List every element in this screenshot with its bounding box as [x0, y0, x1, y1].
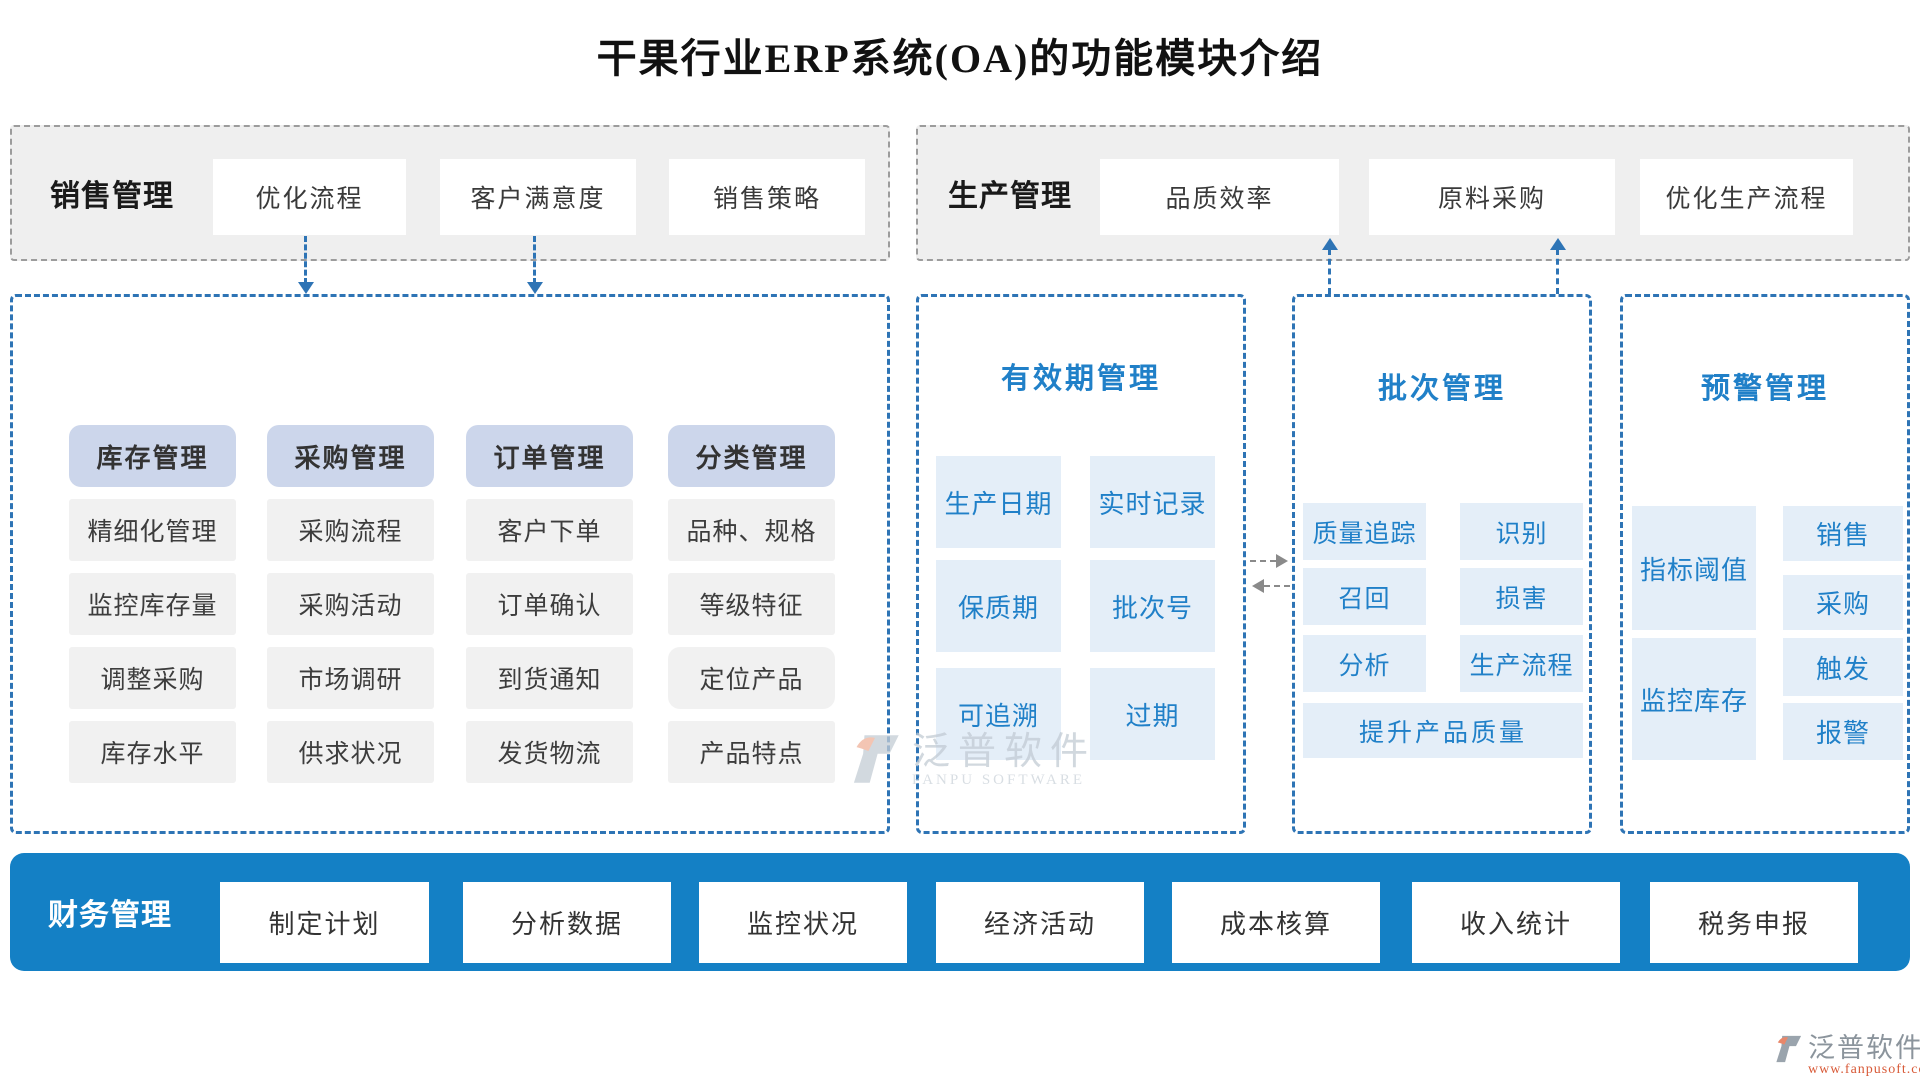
matrix-cell: 采购流程 [267, 499, 434, 561]
finance-item-economic-activity: 经济活动 [936, 882, 1144, 963]
matrix-cell: 订单确认 [466, 573, 633, 635]
warning-cell: 监控库存 [1632, 638, 1756, 760]
matrix-cell: 客户下单 [466, 499, 633, 561]
column-header-order: 订单管理 [466, 425, 633, 487]
batch-cell: 质量追踪 [1303, 503, 1426, 560]
matrix-cell: 等级特征 [668, 573, 835, 635]
validity-section-title: 有效期管理 [1000, 363, 1161, 395]
finance-item-income-statistics: 收入统计 [1412, 882, 1620, 963]
batch-cell: 识别 [1460, 503, 1583, 560]
finance-item-tax-filing: 税务申报 [1650, 882, 1858, 963]
batch-section: 批次管理 质量追踪 识别 召回 损害 分析 生产流程 提升产品质量 [1292, 294, 1592, 834]
matrix-cell: 产品特点 [668, 721, 835, 783]
inventory-column: 库存管理 精细化管理 监控库存量 调整采购 库存水平 [69, 425, 236, 795]
matrix-cell: 发货物流 [466, 721, 633, 783]
page-title: 干果行业ERP系统(OA)的功能模块介绍 [596, 36, 1324, 81]
sales-item-customer-satisfaction: 客户满意度 [440, 159, 636, 235]
matrix-cell: 调整采购 [69, 647, 236, 709]
finance-item-analyze-data: 分析数据 [463, 882, 671, 963]
down-arrow-line [304, 236, 307, 284]
matrix-cell: 品种、规格 [668, 499, 835, 561]
batch-cell: 分析 [1303, 635, 1426, 692]
sales-item-optimize-process: 优化流程 [213, 159, 406, 235]
batch-wide-cell: 提升产品质量 [1303, 703, 1583, 758]
production-item-raw-material-purchase: 原料采购 [1369, 159, 1615, 235]
finance-item-cost-accounting: 成本核算 [1172, 882, 1380, 963]
footer-url-text: www.fanpusoft.com [1808, 1062, 1920, 1077]
validity-section: 有效期管理 生产日期 实时记录 保质期 批次号 可追溯 过期 [916, 294, 1246, 834]
warning-cell: 指标阈值 [1632, 506, 1756, 630]
batch-cell: 召回 [1303, 568, 1426, 625]
warning-section: 预警管理 指标阈值 监控库存 销售 采购 触发 报警 [1620, 294, 1910, 834]
sales-item-sales-strategy: 销售策略 [669, 159, 865, 235]
validity-cell: 批次号 [1090, 560, 1215, 652]
left-arrow-line [1264, 585, 1290, 587]
down-arrow-head-icon [527, 282, 543, 294]
order-column: 订单管理 客户下单 订单确认 到货通知 发货物流 [466, 425, 633, 795]
warning-cell: 报警 [1783, 703, 1903, 760]
right-arrow-line [1250, 560, 1276, 562]
production-section: 生产管理 品质效率 原料采购 优化生产流程 [916, 125, 1910, 261]
down-arrow-line [533, 236, 536, 284]
matrix-cell: 监控库存量 [69, 573, 236, 635]
finance-section-label: 财务管理 [48, 899, 172, 932]
column-header-purchase: 采购管理 [267, 425, 434, 487]
fanpu-logo-icon [1772, 1034, 1804, 1069]
up-arrow-line [1556, 249, 1559, 294]
column-header-inventory: 库存管理 [69, 425, 236, 487]
batch-section-title: 批次管理 [1377, 373, 1506, 405]
finance-item-plan: 制定计划 [220, 882, 429, 963]
column-header-category: 分类管理 [668, 425, 835, 487]
down-arrow-head-icon [298, 282, 314, 294]
warning-cell: 销售 [1783, 506, 1903, 561]
warning-cell: 触发 [1783, 638, 1903, 696]
validity-cell: 实时记录 [1090, 456, 1215, 548]
core-modules-section: 库存管理 精细化管理 监控库存量 调整采购 库存水平 采购管理 采购流程 采购活… [10, 294, 890, 834]
batch-cell: 损害 [1460, 568, 1583, 625]
sales-section: 销售管理 优化流程 客户满意度 销售策略 [10, 125, 890, 261]
matrix-cell: 定位产品 [668, 647, 835, 709]
production-section-label: 生产管理 [948, 180, 1072, 213]
warning-cell: 采购 [1783, 575, 1903, 630]
production-item-quality-efficiency: 品质效率 [1100, 159, 1339, 235]
matrix-cell: 库存水平 [69, 721, 236, 783]
matrix-cell: 供求状况 [267, 721, 434, 783]
validity-cell: 生产日期 [936, 456, 1061, 548]
up-arrow-head-icon [1550, 238, 1566, 250]
sales-section-label: 销售管理 [50, 180, 174, 213]
finance-item-monitor-status: 监控状况 [699, 882, 907, 963]
right-arrow-head-icon [1276, 554, 1288, 568]
matrix-cell: 市场调研 [267, 647, 434, 709]
matrix-cell: 精细化管理 [69, 499, 236, 561]
batch-cell: 生产流程 [1460, 635, 1583, 692]
up-arrow-head-icon [1322, 238, 1338, 250]
validity-cell: 保质期 [936, 560, 1061, 652]
warning-section-title: 预警管理 [1700, 373, 1829, 405]
footer-logo: 泛普软件 www.fanpusoft.com [1772, 1034, 1920, 1077]
left-arrow-head-icon [1252, 579, 1264, 593]
validity-cell: 可追溯 [936, 668, 1061, 760]
footer-brand-text: 泛普软件 [1808, 1033, 1920, 1063]
up-arrow-line [1328, 249, 1331, 294]
matrix-cell: 到货通知 [466, 647, 633, 709]
category-column: 分类管理 品种、规格 等级特征 定位产品 产品特点 [668, 425, 835, 795]
purchase-column: 采购管理 采购流程 采购活动 市场调研 供求状况 [267, 425, 434, 795]
matrix-cell: 采购活动 [267, 573, 434, 635]
validity-cell: 过期 [1090, 668, 1215, 760]
production-item-optimize-production-flow: 优化生产流程 [1640, 159, 1853, 235]
finance-section: 财务管理 制定计划 分析数据 监控状况 经济活动 成本核算 收入统计 税务申报 [10, 853, 1910, 971]
